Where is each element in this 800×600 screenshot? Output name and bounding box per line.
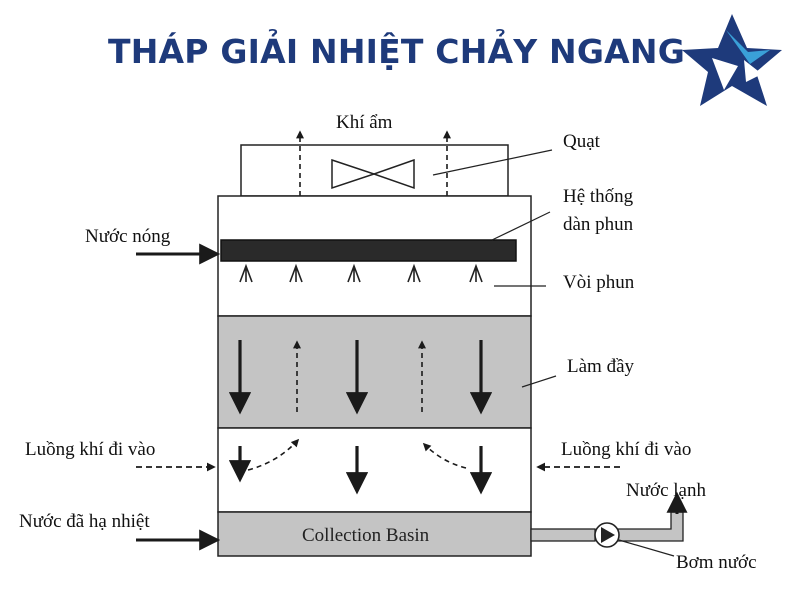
star-logo-icon (682, 14, 782, 106)
air-in-right-label: Luồng khí đi vào (561, 439, 691, 460)
cooled-water-label: Nước đã hạ nhiệt (19, 511, 150, 532)
fill-panel (217, 315, 532, 429)
air-in-left-label: Luồng khí đi vào (25, 439, 155, 460)
spray-nozzles (239, 263, 483, 283)
basin-label: Collection Basin (302, 525, 430, 546)
fan-label: Quạt (563, 131, 601, 152)
spray-header-pipe (220, 239, 517, 262)
air-intake-section (217, 427, 532, 513)
pump-icon (594, 522, 620, 548)
hot-water-label: Nước nóng (85, 226, 171, 247)
humid-air-label: Khí ẩm (336, 112, 393, 133)
intake-flow-arrows (228, 438, 493, 495)
fill-label: Làm đầy (567, 356, 635, 377)
fan-icon (331, 158, 415, 190)
fill-flow-arrows (228, 340, 493, 415)
nozzle-label: Vòi phun (563, 272, 635, 293)
pump-label: Bơm nước (676, 552, 757, 573)
spray-system-label-2: dàn phun (563, 214, 634, 235)
page-title: THÁP GIẢI NHIỆT CHẢY NGANG (108, 32, 685, 71)
spray-system-label-1: Hệ thống (563, 186, 634, 207)
leader-lines (432, 149, 675, 557)
cold-water-label: Nước lạnh (626, 480, 706, 501)
fan-housing (240, 144, 509, 197)
